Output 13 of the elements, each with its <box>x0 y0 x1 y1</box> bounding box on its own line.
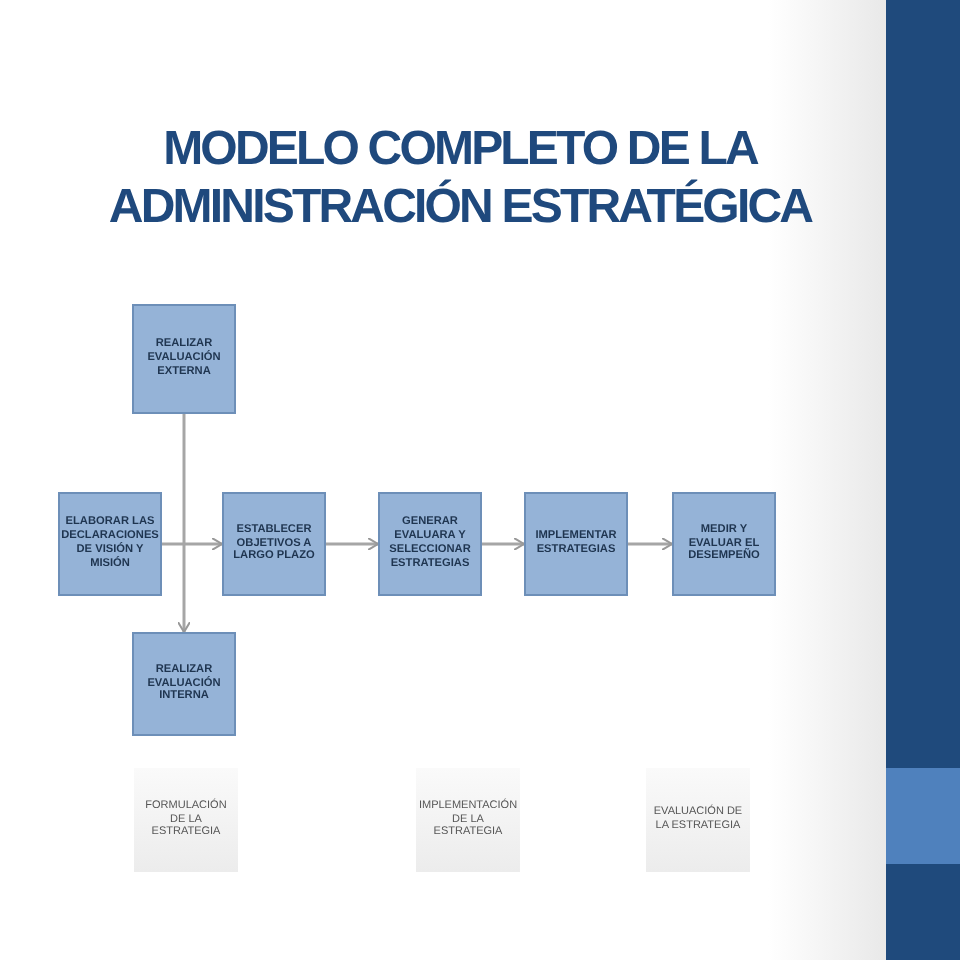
arrow <box>482 537 525 551</box>
title: MODELO COMPLETO DE LA ADMINISTRACIÓN ESTRATÉGICA <box>106 120 815 236</box>
process-box <box>672 492 776 596</box>
arrow <box>628 537 673 551</box>
process-box <box>222 492 326 596</box>
process-box <box>524 492 628 596</box>
process-box <box>378 492 482 596</box>
process-box <box>58 492 162 596</box>
arrow <box>177 414 191 633</box>
arrow <box>326 537 379 551</box>
process-box <box>132 304 236 414</box>
arrow <box>162 537 223 551</box>
process-box <box>132 632 236 736</box>
